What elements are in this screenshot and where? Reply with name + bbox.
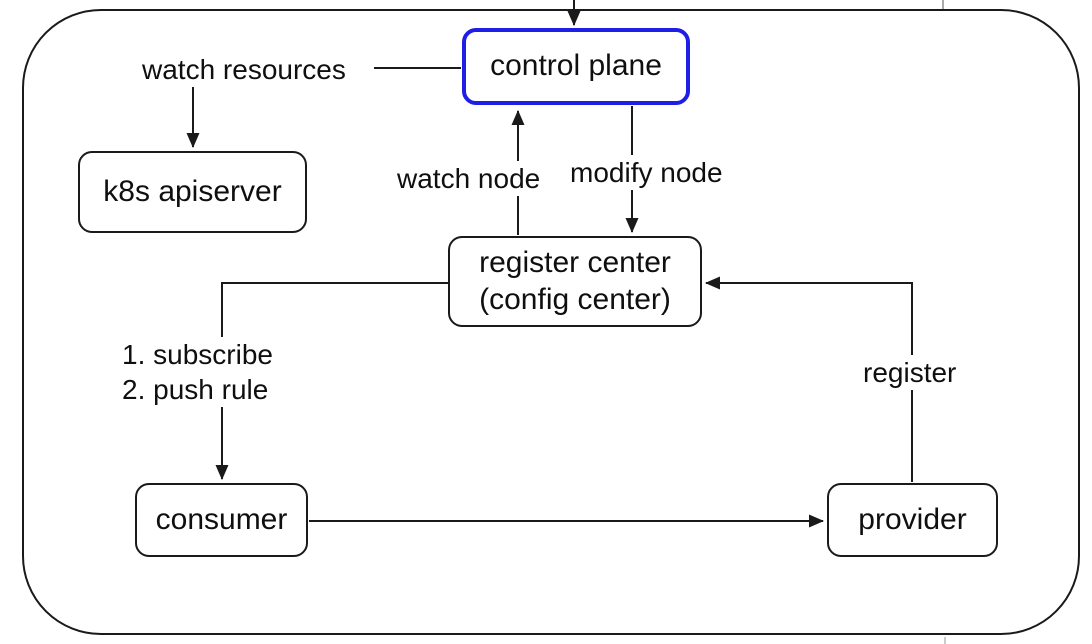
edge-label-subscribe-push-rule: 1. subscribe 2. push rule [120,337,275,407]
node-register-center[interactable]: register center (config center) [448,236,702,327]
node-k8s-apiserver-label: k8s apiserver [103,174,282,208]
cluster-boundary [22,9,1080,635]
edge-label-register: register [861,355,959,390]
node-provider-label: provider [858,502,967,536]
node-k8s-apiserver[interactable]: k8s apiserver [78,151,307,233]
edge-label-modify-node: modify node [568,155,725,190]
arrow-subscribe-push-rule [215,282,448,480]
node-consumer-label: consumer [155,502,288,536]
edge-label-watch-node: watch node [395,161,543,196]
arrow-register [705,276,913,482]
edge-label-push-rule-line2: 2. push rule [122,374,269,405]
node-control-plane-label: control plane [490,49,662,83]
node-register-center-label-line2: (config center) [479,282,671,316]
node-consumer[interactable]: consumer [135,483,308,557]
edge-label-watch-resources: watch resources [140,52,348,87]
node-provider[interactable]: provider [827,483,998,557]
edge-label-subscribe-line1: 1. subscribe [122,339,273,370]
node-register-center-label-line1: register center [479,245,671,279]
node-control-plane[interactable]: control plane [462,28,690,105]
